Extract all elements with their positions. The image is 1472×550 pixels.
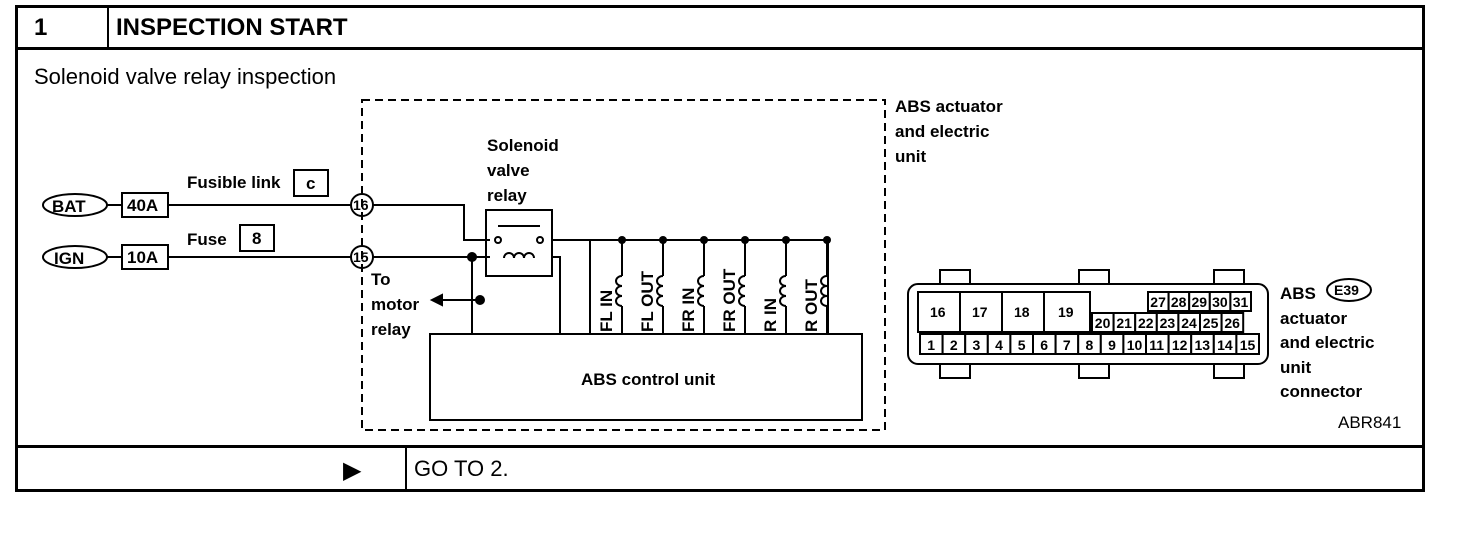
fuse-40a-label: 40A <box>127 196 158 215</box>
solenoid-r-in: R IN <box>761 236 790 334</box>
fusible-link-id-box <box>293 169 329 197</box>
terminal-15-label: 15 <box>353 249 369 265</box>
solenoid-label: FL OUT <box>638 270 657 332</box>
connector-pin-label: 26 <box>1224 315 1240 331</box>
connector-pin <box>1001 291 1045 333</box>
connector-pin-label: 29 <box>1192 294 1208 310</box>
solenoid-label: R OUT <box>802 279 821 333</box>
connector-pin-label: 10 <box>1127 337 1143 353</box>
connector-label-4: unit <box>1280 358 1311 377</box>
fuse-10a-label: 10A <box>127 248 158 267</box>
header-divider <box>107 8 109 47</box>
fuse-id: 8 <box>252 229 261 248</box>
connector-pin-label: 16 <box>930 304 946 320</box>
connector-pin-label: 15 <box>1240 337 1256 353</box>
connector-pin <box>1220 312 1245 333</box>
connector-pin-label: 27 <box>1150 294 1166 310</box>
fusible-link-label: Fusible link <box>187 173 281 192</box>
solenoid-label: FL IN <box>597 290 616 332</box>
connector-pin <box>1229 291 1253 312</box>
connector-label-5: connector <box>1280 382 1363 401</box>
connector-pin-label: 31 <box>1233 294 1249 310</box>
step-subtitle: Solenoid valve relay inspection <box>34 64 337 89</box>
connector-pin-label: 22 <box>1138 315 1154 331</box>
abs-control-unit-label: ABS control unit <box>581 370 715 389</box>
connector-pin <box>1043 291 1091 333</box>
abs-actuator-boundary <box>361 99 886 431</box>
unit-label-1: ABS actuator <box>895 97 1003 116</box>
footer-divider <box>405 448 407 489</box>
fuse-id-box <box>239 224 275 252</box>
solenoid-label: R IN <box>761 298 780 332</box>
connector-pin-label: 8 <box>1086 337 1094 353</box>
inspection-table: 1 INSPECTION START Solenoid valve relay … <box>15 5 1425 492</box>
relay-label-1: Solenoid <box>487 136 559 155</box>
motor-label-3: relay <box>371 320 411 339</box>
connector-pin-label: 28 <box>1171 294 1187 310</box>
ign-label: IGN <box>54 249 84 268</box>
solenoid-fr-out: FR OUT <box>720 236 749 334</box>
fuse-label: Fuse <box>187 230 227 249</box>
connector-pin-label: 9 <box>1108 337 1116 353</box>
connector-pin-label: 12 <box>1172 337 1188 353</box>
go-to-link[interactable]: GO TO 2. <box>414 456 509 481</box>
solenoid-label: FR IN <box>679 288 698 332</box>
relay-label-3: relay <box>487 186 527 205</box>
connector-pin-label: 24 <box>1181 315 1197 331</box>
unit-label-3: unit <box>895 147 926 166</box>
connector-id: E39 <box>1334 282 1359 298</box>
connector-id-badge <box>1326 278 1372 302</box>
connector-pin-label: 3 <box>973 337 981 353</box>
connector-pin <box>1235 333 1261 355</box>
connector-pin-label: 4 <box>995 337 1003 353</box>
connector-pin-label: 1 <box>927 337 935 353</box>
connector-pin <box>959 291 1003 333</box>
solenoid-valve-relay <box>485 209 553 277</box>
connector-pin-label: 20 <box>1095 315 1111 331</box>
terminal-16-label: 16 <box>353 197 369 213</box>
connector-pin-label: 2 <box>950 337 958 353</box>
connector-pin-label: 11 <box>1149 337 1164 353</box>
solenoid-label: FR OUT <box>720 268 739 332</box>
step-title: INSPECTION START <box>116 14 348 41</box>
solenoid-coils: FL IN FL OUT FR IN FR OUT R IN R OUT <box>597 236 831 334</box>
step-footer: ▶ GO TO 2. <box>18 445 1422 489</box>
connector-pin-label: 21 <box>1116 315 1132 331</box>
connector-pin-label: 25 <box>1203 315 1219 331</box>
solenoid-fr-in: FR IN <box>679 236 708 334</box>
connector-pin-label: 19 <box>1058 304 1074 320</box>
connector-pin-label: 7 <box>1063 337 1071 353</box>
unit-label-2: and electric <box>895 122 990 141</box>
connector-label-3: and electric <box>1280 333 1375 352</box>
connector-pin-label: 6 <box>1040 337 1048 353</box>
solenoid-r-out: R OUT <box>802 236 831 334</box>
step-header: 1 INSPECTION START <box>18 8 1422 50</box>
connector-pin-label: 30 <box>1212 294 1228 310</box>
figure-id: ABR841 <box>1338 413 1401 432</box>
go-arrow-icon: ▶ <box>343 457 362 484</box>
connector-pin-label: 17 <box>972 304 988 320</box>
solenoid-fl-out: FL OUT <box>638 236 667 334</box>
connector-pin-label: 14 <box>1217 337 1233 353</box>
connector-pin-label: 18 <box>1014 304 1030 320</box>
connector-pin-label: 13 <box>1195 337 1211 353</box>
connector-pin-label: 5 <box>1018 337 1026 353</box>
abs-control-unit <box>429 333 863 421</box>
motor-label-2: motor <box>371 295 420 314</box>
solenoid-fl-in: FL IN <box>597 236 626 334</box>
step-number: 1 <box>34 14 48 41</box>
bat-label: BAT <box>52 197 86 216</box>
wiring-diagram: BAT 40A Fusible link c 16 IGN 10A Fuse <box>42 97 1401 432</box>
connector-label-2: actuator <box>1280 309 1347 328</box>
relay-label-2: valve <box>487 161 530 180</box>
motor-label-1: To <box>371 270 391 289</box>
connector-label-abs: ABS <box>1280 284 1316 303</box>
connector-pin-label: 23 <box>1160 315 1176 331</box>
step-body: Solenoid valve relay inspection BAT 40A … <box>18 50 1422 448</box>
fusible-link-id: c <box>306 174 315 193</box>
